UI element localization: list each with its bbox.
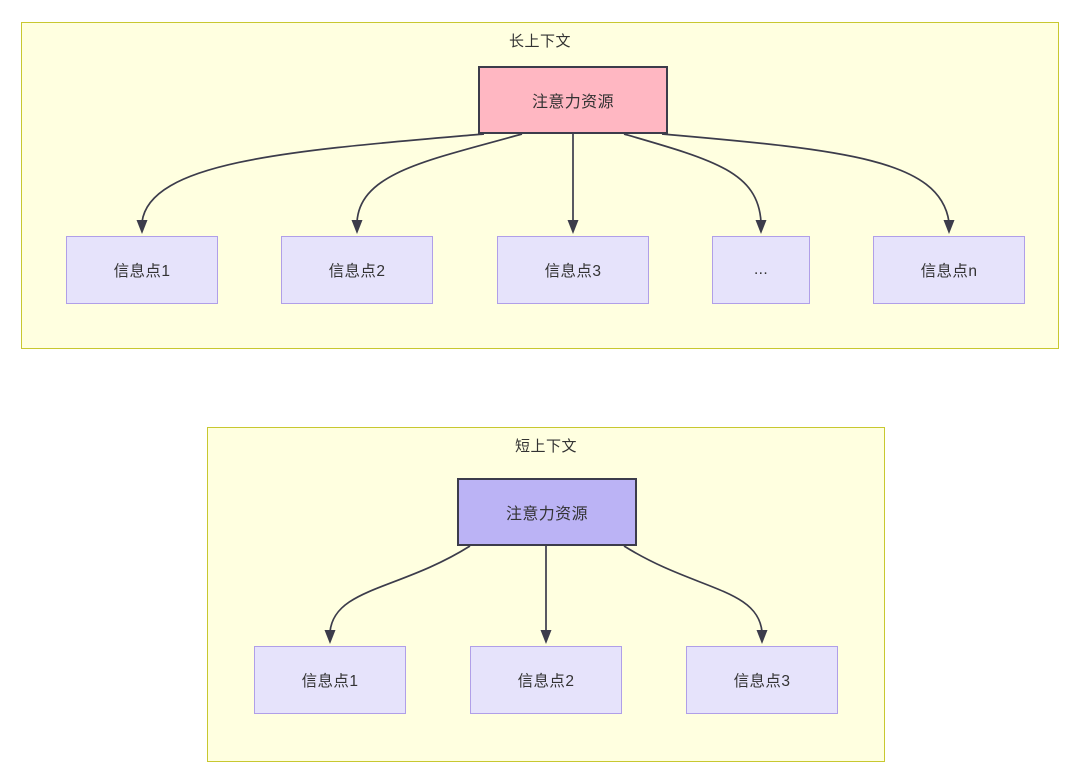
node-info-point-long-3[interactable]: 信息点3 xyxy=(497,236,649,304)
node-label: ... xyxy=(753,261,769,278)
node-info-point-long-n[interactable]: 信息点n xyxy=(873,236,1025,304)
node-label: 信息点3 xyxy=(733,673,791,690)
node-label: 信息点1 xyxy=(113,263,171,280)
node-attention-resource-long[interactable]: 注意力资源 xyxy=(478,66,668,134)
node-label: 信息点2 xyxy=(517,673,575,690)
group-long-context-title: 长上下文 xyxy=(508,33,571,50)
group-short-context-title: 短上下文 xyxy=(514,438,577,455)
node-info-point-long-ellipsis[interactable]: ... xyxy=(712,236,810,304)
node-attention-resource-short[interactable]: 注意力资源 xyxy=(457,478,637,546)
node-info-point-short-2[interactable]: 信息点2 xyxy=(470,646,622,714)
node-label: 信息点3 xyxy=(544,263,602,280)
node-label: 信息点n xyxy=(920,263,978,280)
node-label: 注意力资源 xyxy=(505,506,588,523)
node-info-point-long-2[interactable]: 信息点2 xyxy=(281,236,433,304)
node-label: 注意力资源 xyxy=(531,94,614,111)
node-info-point-long-1[interactable]: 信息点1 xyxy=(66,236,218,304)
node-info-point-short-3[interactable]: 信息点3 xyxy=(686,646,838,714)
node-info-point-short-1[interactable]: 信息点1 xyxy=(254,646,406,714)
node-label: 信息点2 xyxy=(328,263,386,280)
node-label: 信息点1 xyxy=(301,673,359,690)
